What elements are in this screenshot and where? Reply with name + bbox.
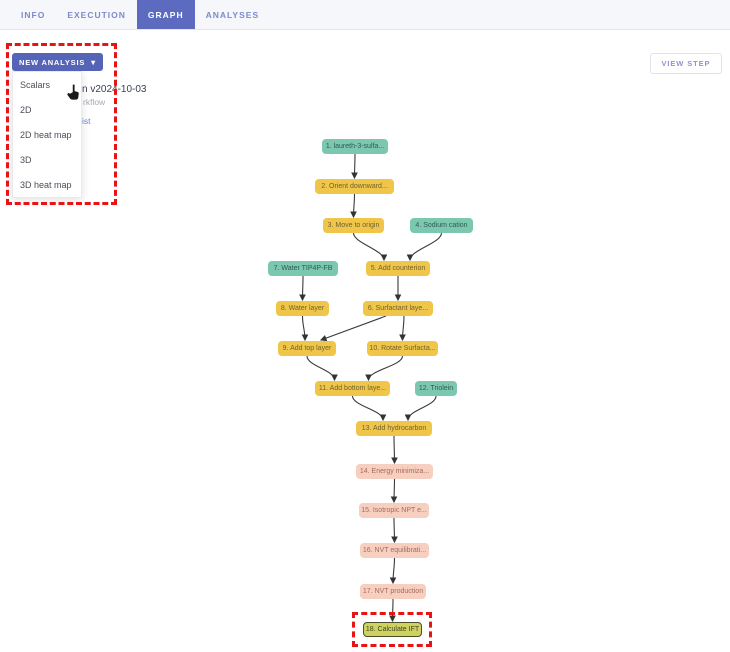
tab-execution[interactable]: EXECUTION bbox=[67, 9, 126, 20]
tab-analyses[interactable]: ANALYSES bbox=[205, 9, 260, 20]
graph-node-18[interactable]: 18. Calculate IFT bbox=[363, 622, 422, 637]
graph-edge-17-18 bbox=[389, 598, 396, 623]
graph-edge-11-13 bbox=[351, 395, 387, 422]
dropdown-item-2d[interactable]: 2D bbox=[20, 104, 32, 115]
graph-node-14[interactable]: 14. Energy minimiza... bbox=[356, 464, 433, 479]
dropdown-item-3d[interactable]: 3D bbox=[20, 154, 32, 165]
graph-edge-6-9 bbox=[319, 315, 387, 342]
graph-node-15[interactable]: 15. Isotropic NPT e... bbox=[359, 503, 429, 518]
new-analysis-label: NEW ANALYSIS bbox=[19, 57, 86, 67]
dropdown-item-2d-heat-map[interactable]: 2D heat map bbox=[20, 129, 72, 140]
graph-edge-4-5 bbox=[406, 232, 443, 262]
graph-edge-10-11 bbox=[365, 355, 404, 382]
graph-node-5[interactable]: 5. Add counterion bbox=[366, 261, 430, 276]
graph-node-2[interactable]: 2. Orient downward... bbox=[315, 179, 394, 194]
graph-edge-1-2 bbox=[351, 153, 358, 180]
graph-edge-14-15 bbox=[390, 478, 398, 504]
graph-edge-15-16 bbox=[391, 517, 398, 544]
graph-edge-3-5 bbox=[352, 232, 388, 262]
graph-node-13[interactable]: 13. Add hydrocarbon bbox=[356, 421, 432, 436]
graph-node-11[interactable]: 11. Add bottom laye... bbox=[315, 381, 390, 396]
workflow-subtitle-fragment: rkflow bbox=[83, 97, 106, 107]
graph-node-1[interactable]: 1. laureth-3-sulfa... bbox=[322, 139, 388, 154]
hand-cursor-icon bbox=[66, 84, 80, 101]
graph-node-6[interactable]: 6. Surfactant laye... bbox=[363, 301, 433, 316]
graph-node-7[interactable]: 7. Water TIP4P-FB bbox=[268, 261, 338, 276]
graph-edge-13-14 bbox=[391, 435, 398, 465]
graph-node-4[interactable]: 4. Sodium cation bbox=[410, 218, 473, 233]
tab-bar: INFO EXECUTION GRAPH ANALYSES bbox=[0, 0, 730, 30]
graph-node-16[interactable]: 16. NVT equilibrati... bbox=[360, 543, 429, 558]
tab-graph[interactable]: GRAPH bbox=[136, 0, 195, 29]
graph-edge-12-13 bbox=[404, 395, 437, 422]
graph-edge-6-10 bbox=[399, 315, 406, 342]
graph-edge-8-9 bbox=[301, 315, 309, 342]
graph-node-3[interactable]: 3. Move to origin bbox=[323, 218, 384, 233]
new-analysis-dropdown: Scalars 2D 2D heat map 3D 3D heat map bbox=[12, 71, 82, 198]
view-step-button[interactable]: VIEW STEP bbox=[650, 53, 722, 74]
graph-node-10[interactable]: 10. Rotate Surfacta... bbox=[367, 341, 438, 356]
graph-edge-2-3 bbox=[350, 193, 357, 219]
dropdown-item-3d-heat-map[interactable]: 3D heat map bbox=[20, 179, 72, 190]
dropdown-item-scalars[interactable]: Scalars bbox=[20, 79, 51, 90]
graph-node-8[interactable]: 8. Water layer bbox=[276, 301, 329, 316]
graph-edge-16-17 bbox=[389, 557, 397, 585]
tab-info[interactable]: INFO bbox=[21, 9, 46, 20]
new-analysis-button[interactable]: NEW ANALYSIS ▾ bbox=[12, 53, 103, 71]
graph-node-17[interactable]: 17. NVT production bbox=[360, 584, 426, 599]
graph-edge-9-11 bbox=[306, 355, 338, 382]
chevron-down-icon: ▾ bbox=[91, 57, 96, 67]
graph-edge-7-8 bbox=[299, 275, 306, 302]
graph-node-12[interactable]: 12. Triolein bbox=[415, 381, 457, 396]
list-link-fragment[interactable]: ist bbox=[82, 116, 91, 126]
graph-node-9[interactable]: 9. Add top layer bbox=[278, 341, 336, 356]
